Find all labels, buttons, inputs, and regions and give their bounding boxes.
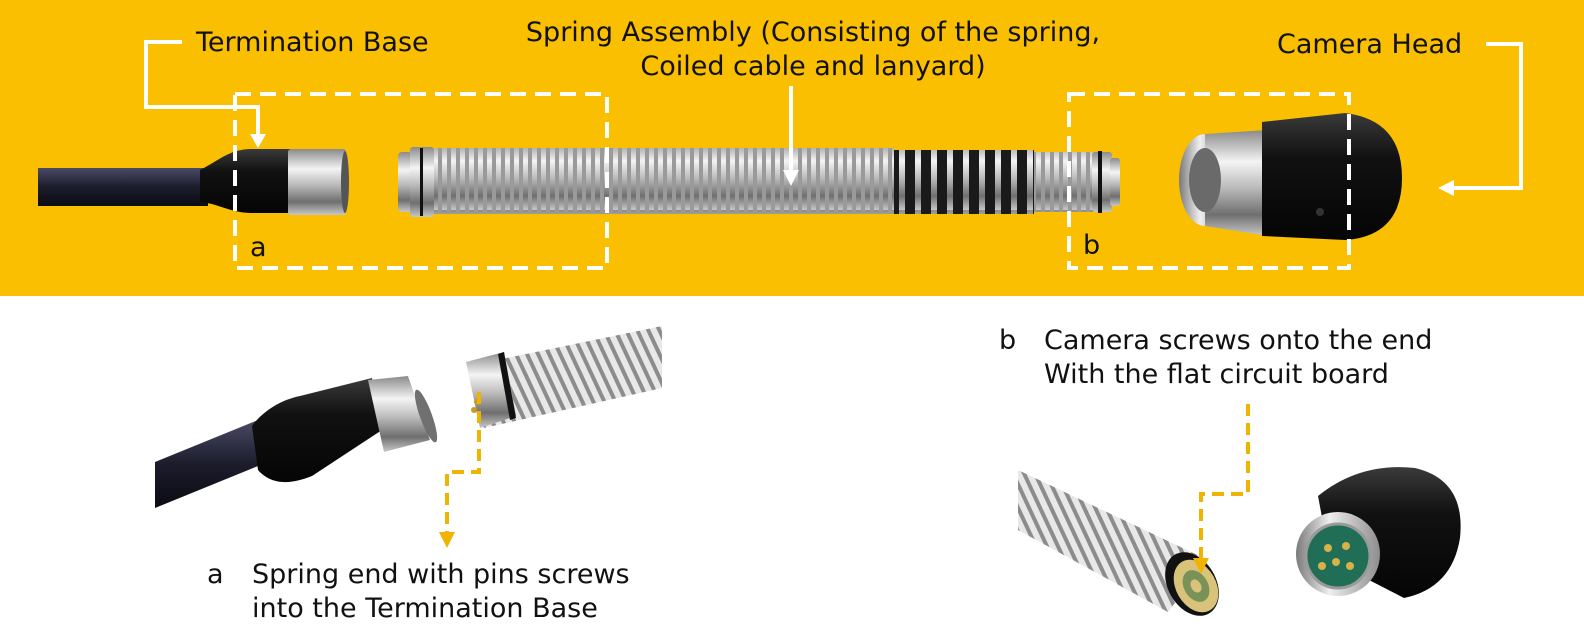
detail-a-letter: a [207,559,224,590]
detail-b-letter: b [999,325,1017,356]
termination-base-label: Termination Base [196,27,429,58]
cable-with-termination-base [38,149,349,215]
box-a-outline [233,92,609,270]
detail-a-caption-line2: into the Termination Base [252,593,598,624]
detail-b-caption: Camera screws onto the end With the flat… [1044,324,1432,392]
spring-assembly-label-line2: Coiled cable and lanyard) [640,51,986,82]
spring-assembly-label-line1: Spring Assembly (Consisting of the sprin… [525,17,1101,48]
detail-b-photo [1018,467,1461,616]
detail-a-caption: Spring end with pins screws into the Ter… [252,558,630,626]
box-b-letter: b [1083,230,1101,261]
detail-b-caption-line2: With the flat circuit board [1044,359,1389,390]
detail-a-photo [155,326,662,508]
detail-b-callout-line [1193,404,1250,574]
box-b-outline [1067,92,1351,270]
termination-base-arrow [144,40,260,136]
camera-head-photo [1179,113,1402,240]
detail-b-caption-line1: Camera screws onto the end [1044,325,1433,356]
spring-assembly-label: Spring Assembly (Consisting of the sprin… [500,16,1126,84]
detail-a-caption-line1: Spring end with pins screws [252,559,630,590]
box-a-letter: a [250,232,267,263]
camera-head-label: Camera Head [1277,29,1463,60]
detail-a-callout-line [439,392,481,548]
spring-assembly-arrow [783,86,799,186]
spring-assembly-photo [398,147,1120,217]
termination-base-arrowhead [250,134,266,148]
camera-head-arrow [1438,42,1523,196]
